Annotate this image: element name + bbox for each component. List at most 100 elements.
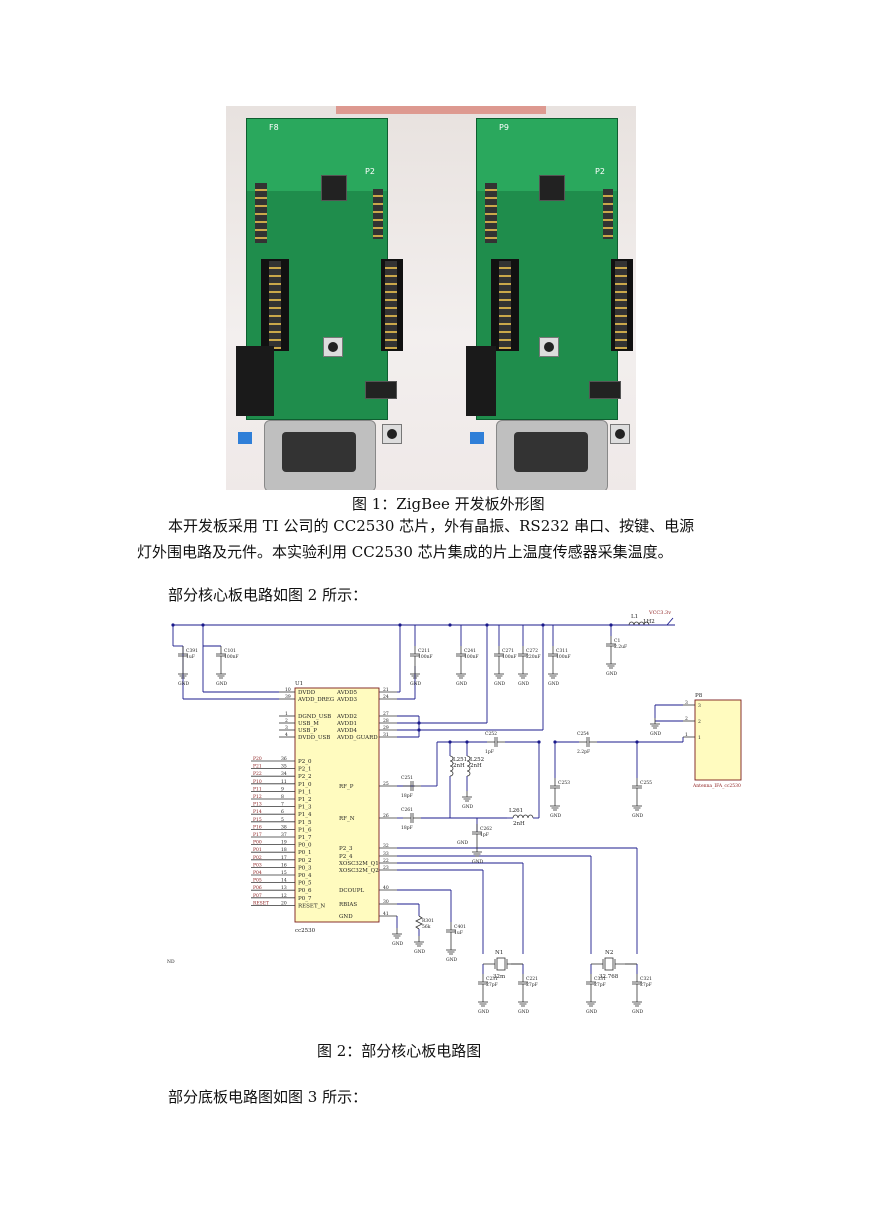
port-pin: RESET_N <box>298 903 325 909</box>
u1-ref: U1 <box>295 681 303 687</box>
stray-label: ND <box>167 959 175 965</box>
cap-val: 100nF <box>224 654 239 660</box>
port-pin: P1_6 <box>298 827 312 833</box>
port-net: P04 <box>253 870 262 876</box>
l251-val: 2nH <box>453 763 465 769</box>
cap-val: 2.2uF <box>614 644 627 650</box>
port-net: P06 <box>253 885 262 891</box>
port-net: P12 <box>253 794 262 800</box>
left-pin-name: AVDD_DREG <box>297 697 334 703</box>
gnd-label: GND <box>457 840 469 846</box>
cap-ref: C1 <box>614 638 620 644</box>
port-net: RESET <box>253 900 269 906</box>
cap-val: 1uF <box>186 654 195 660</box>
gnd-label: GND <box>410 681 422 687</box>
port-pin: P2_2 <box>298 774 311 780</box>
cap-ref: C101 <box>224 648 236 654</box>
port-pin: P0_5 <box>298 881 312 887</box>
left-pin-num: 1 <box>285 711 288 717</box>
right-pin-num: 31 <box>383 732 389 738</box>
antenna-pin: 1 <box>685 732 688 738</box>
schematic-part <box>496 957 506 971</box>
schematic-part <box>694 699 742 781</box>
cap-ref: C221 <box>526 976 538 982</box>
u1-part: cc2530 <box>295 928 316 934</box>
port-num: 11 <box>281 779 287 785</box>
port-net: P22 <box>253 771 262 777</box>
paragraph1-line1: 本开发板采用 TI 公司的 CC2530 芯片，外有晶振、RS232 串口、按键… <box>168 517 695 535</box>
misc-pin-num: 22 <box>383 858 389 864</box>
right-pin-num: 24 <box>383 694 389 700</box>
cap-ref: C251 <box>401 775 413 781</box>
port-num: 35 <box>281 764 287 770</box>
misc-pin-name: GND <box>339 914 353 920</box>
misc-pin-num: 33 <box>383 851 389 857</box>
right-board-silk: P2 <box>595 167 605 176</box>
paragraph2: 部分核心板电路如图 2 所示： <box>168 586 368 604</box>
right-pin-num: 27 <box>383 711 389 717</box>
left-board-label: F8 <box>269 123 279 132</box>
cap-val: 100nF <box>418 654 433 660</box>
right-pin-num: 28 <box>383 718 389 724</box>
port-num: 6 <box>281 809 284 815</box>
port-pin: P1_5 <box>298 820 312 826</box>
wire <box>666 617 674 626</box>
port-net: P01 <box>253 847 262 853</box>
misc-pin-num: 41 <box>383 911 389 917</box>
port-num: 5 <box>281 817 284 823</box>
port-net: P20 <box>253 756 262 762</box>
gnd-label: GND <box>414 949 426 955</box>
gnd-label: GND <box>446 957 458 963</box>
right-pin-name: AVDD5 <box>336 690 357 696</box>
cap-val: 18pF <box>401 825 413 831</box>
port-net: P17 <box>253 832 262 838</box>
cap-ref: C211 <box>418 648 430 654</box>
schematic-part <box>294 687 380 923</box>
port-net: P07 <box>253 893 262 899</box>
r301-ref: R301 <box>422 918 434 924</box>
right-pin-name: AVDD1 <box>336 721 357 727</box>
port-num: 14 <box>281 878 287 884</box>
cap-val: 27pF <box>486 982 498 988</box>
misc-pin-num: 23 <box>383 865 389 871</box>
right-board: P9 P2 <box>476 118 633 420</box>
cap-ref: C254 <box>577 731 589 737</box>
port-pin: P0_3 <box>298 865 312 871</box>
left-pin-name: USB_P <box>298 728 317 734</box>
cap-ref: C321 <box>640 976 652 982</box>
cap-ref: C311 <box>556 648 568 654</box>
port-net: P03 <box>253 862 262 868</box>
cap-ref: C255 <box>640 780 652 786</box>
schematic-part <box>522 814 529 819</box>
misc-pin-name: RBIAS <box>339 902 357 908</box>
cap-ref: C401 <box>454 924 466 930</box>
port-pin: P0_7 <box>298 896 312 902</box>
gnd-label: GND <box>462 804 474 810</box>
gnd-label: GND <box>606 671 618 677</box>
port-num: 20 <box>281 900 287 906</box>
cap-val: 100nF <box>556 654 571 660</box>
paragraph3: 部分底板电路图如图 3 所示： <box>168 1088 368 1106</box>
misc-pin-name: XOSC32M_Q1 <box>339 861 379 867</box>
port-num: 38 <box>281 824 287 830</box>
port-pin: P0_1 <box>298 850 311 856</box>
junction-dot <box>417 721 421 725</box>
port-net: P10 <box>253 779 262 785</box>
cap-val: 27pF <box>640 982 652 988</box>
gnd-label: GND <box>548 681 560 687</box>
cap-val: 1pF <box>485 749 494 755</box>
misc-pin-num: 40 <box>383 885 389 891</box>
l261-ref: L261 <box>509 808 523 814</box>
left-pin-name: DVDD_USB <box>298 735 330 741</box>
schematic-part <box>633 621 640 626</box>
left-pin-name: DVDD <box>298 690 316 696</box>
vcc-label: VCC3.3v <box>648 610 671 616</box>
port-num: 13 <box>281 885 287 891</box>
cap-ref: C252 <box>485 731 497 737</box>
cap-val: 2.2pF <box>577 749 590 755</box>
antenna-pin: 3 <box>685 700 688 706</box>
port-num: 18 <box>281 847 287 853</box>
port-pin: P1_1 <box>298 789 311 795</box>
cap-ref: C261 <box>401 807 413 813</box>
port-num: 15 <box>281 870 287 876</box>
